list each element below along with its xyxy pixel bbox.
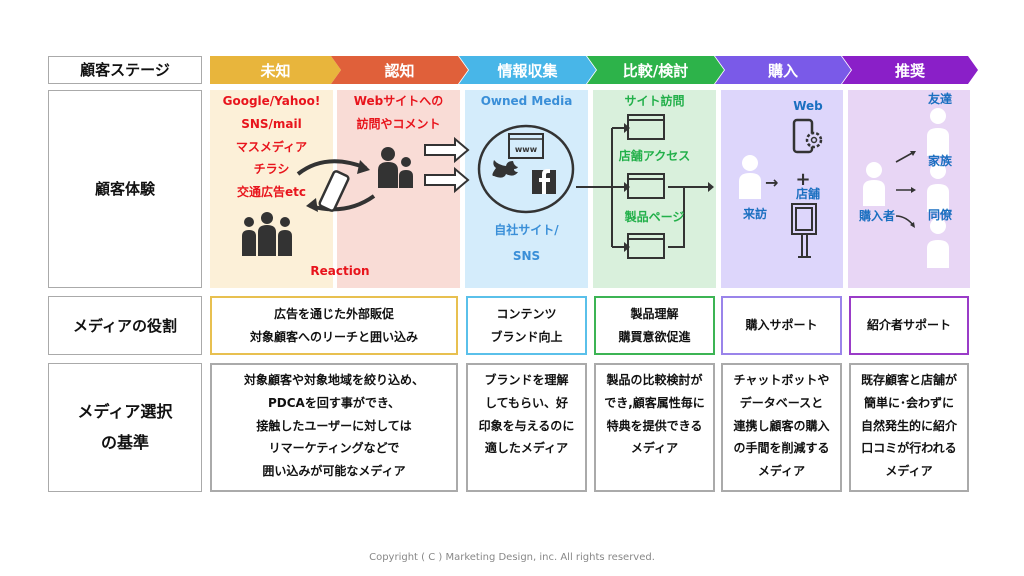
text-line: 接触したユーザーに対しては [256,418,412,433]
text-line: PDCAを回す事ができ、 [267,395,400,410]
stage-chevron: 情報収集 [459,56,596,84]
text-line: の手間を削減する [733,441,830,456]
stage-chevron: 比較/検討 [587,56,724,84]
people-icon [378,147,413,188]
channel: マスメディア [235,139,308,154]
purchase-web: Web [793,99,823,113]
purchase-visit: 来訪 [742,207,767,221]
row-label-stage: 顧客ステージ [48,56,202,84]
caption-line: 自社サイト/ [494,223,559,237]
text-line: 製品理解 [630,306,679,321]
target-coworkers: 同僚 [927,208,952,222]
text-line: 簡単に･会わずに [863,395,954,410]
stage-chevron: 未知 [210,56,341,84]
text-line: リマーケティングなどで [268,441,400,456]
purchase-store: 店舗 [795,187,820,201]
reaction-label: Reaction [310,264,370,278]
stage-chevron: 購入 [715,56,851,84]
row-label-experience: 顧客体験 [48,90,202,288]
text-line: メディア [885,464,933,479]
copyright-footer: Copyright ( C ) Marketing Design, inc. A… [369,552,655,563]
twitter-icon [492,160,518,178]
text-line: してもらい、好 [484,395,569,410]
group-icon [242,212,292,256]
text-line: 購入サポート [745,318,818,333]
compare-product-page: 製品ページ [624,210,685,224]
recommend-targets-icon [927,108,949,268]
text-line: 口コミが行われる [861,441,957,456]
media-criteria-box: 対象顧客や対象地域を絞り込め、 PDCAを回す事ができ、接触したユーザーに対しては… [210,363,458,492]
target-family: 家族 [927,154,952,168]
arrow-right-icon: → [765,173,779,192]
visitor-icon [739,155,761,199]
media-criteria-box: ブランドを理解してもらい、好印象を与えるのに適したメディア [466,363,587,492]
text-line: 連携し顧客の購入 [733,418,830,433]
text-line: 印象を与えるのに [478,418,575,433]
stage-background [337,90,460,288]
arrow-right-icon [424,136,470,164]
criteria-label-line: メディア選択 [77,402,173,422]
www-label: www [514,145,538,154]
cycle-arrows-icon [296,159,376,212]
compare-flow-diagram [576,114,714,259]
media-criteria-box: 製品の比較検討ができ,顧客属性毎に特典を提供できるメディア [594,363,715,492]
media-role-box: 紹介者サポート [849,296,969,355]
text-line: 購買意欲促進 [618,329,691,344]
channel: Google/Yahoo! [222,94,321,108]
recommend-arrows [895,151,916,228]
owned-media-circle [477,124,575,214]
criteria-label-line: の基準 [100,432,149,452]
text-line: コンテンツ [496,306,557,321]
media-criteria-box: チャットボットやデータベースと連携し顧客の購入の手間を削減するメディア [721,363,842,492]
smartphone-icon [318,170,350,212]
media-role-box: 広告を通じた外部販促対象顧客へのリーチと囲い込み [210,296,458,355]
text-line: 適したメディア [484,441,569,456]
caption-line: SNS [512,249,541,264]
text-line: ブランド向上 [490,329,563,344]
text-line: 広告を通じた外部販促 [273,306,394,321]
text-line: データベースと [739,395,824,410]
media-role-box: 製品理解購買意欲促進 [594,296,715,355]
channel: 交通広告etc [237,185,306,200]
owned-media-caption: 自社サイト/ SNS [465,217,588,270]
text-line: でき,顧客属性毎に [604,395,705,410]
kiosk-icon [791,203,817,258]
text-line: メディア [630,441,679,456]
aware-text: Webサイトへの 訪問やコメント [337,90,460,136]
target-friends: 友達 [927,92,952,106]
text-line: 特典を提供できる [606,418,703,433]
arrow-right-icon [424,166,470,194]
stage-chevron: 認知 [331,56,468,84]
text-line: 既存顧客と店舗が [860,373,957,387]
text-line: 製品の比較検討が [606,373,703,387]
owned-media-title: Owned Media [480,94,573,108]
text-line: 囲い込みが可能なメディア [262,464,406,479]
compare-site-visit: サイト訪問 [624,94,685,108]
text-line: ブランドを理解 [484,373,569,387]
channel: チラシ [253,162,290,177]
text-line: メディア [757,464,806,479]
aware-line: Webサイトへの [353,94,444,108]
aware-line: 訪問やコメント [356,116,441,131]
text-line: 対象顧客へのリーチと囲い込み [249,329,418,344]
unknown-channels: Google/Yahoo! SNS/mail マスメディア チラシ 交通広告et… [210,90,333,204]
mobile-settings-icon [792,118,823,154]
row-label-criteria: メディア選択 の基準 [48,363,202,492]
channel: SNS/mail [241,116,302,131]
media-criteria-box: 既存顧客と店舗が簡単に･会わずに自然発生的に紹介口コミが行われるメディア [849,363,969,492]
text-line: 対象顧客や対象地域を絞り込め、 [243,373,424,387]
media-role-box: コンテンツブランド向上 [466,296,587,355]
media-role-box: 購入サポート [721,296,842,355]
text-line: チャットボットや [733,373,830,387]
text-line: 自然発生的に紹介 [860,418,957,433]
buyer-icon [863,162,885,206]
buyer-label: 購入者 [858,209,895,223]
plus-icon: + [795,169,811,190]
text-line: 紹介者サポート [866,318,951,333]
compare-store-access: 店舗アクセス [618,149,691,163]
stage-chevron: 推奨 [842,56,978,84]
row-label-role: メディアの役割 [48,296,202,355]
stage-background [593,90,716,288]
